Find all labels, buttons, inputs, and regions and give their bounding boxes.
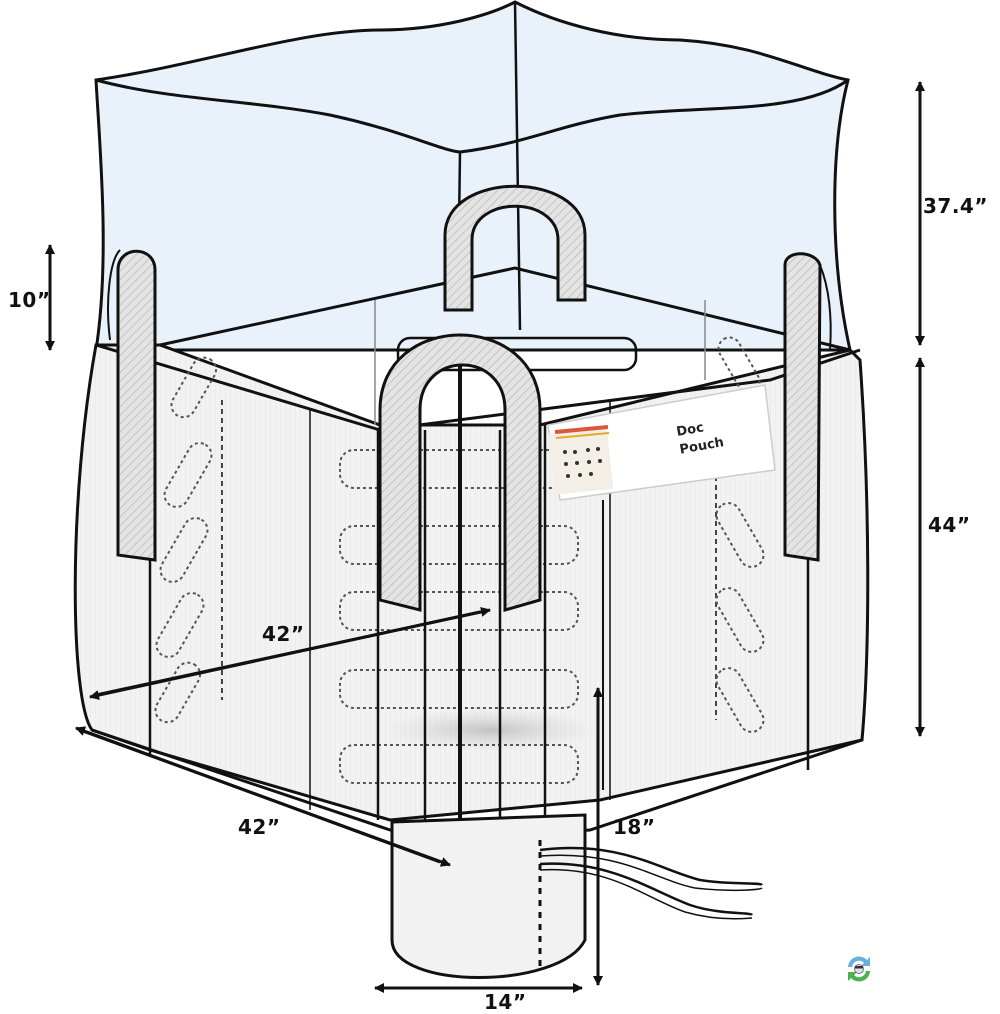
- loop-height-label: 10”: [8, 288, 51, 312]
- front-straps: [376, 345, 547, 842]
- dimension-lines: [45, 81, 925, 993]
- lift-loop-front: [378, 333, 542, 612]
- front-width-label: 42”: [238, 815, 281, 839]
- doc-pouch-label: Doc Pouch: [675, 416, 725, 459]
- inner-width-label: 42”: [262, 622, 305, 646]
- recycle-logo-icon: [848, 956, 870, 982]
- discharge-spout: [390, 813, 764, 979]
- duffle-top: [94, 0, 852, 352]
- duffle-height-label: 37.4”: [923, 194, 988, 218]
- body-top-rim-back: [159, 266, 851, 352]
- body-height-label: 44”: [928, 513, 971, 537]
- doc-pouch: [547, 384, 776, 790]
- lift-loop-back: [443, 184, 587, 312]
- lift-loop-right: [783, 252, 832, 562]
- spout-length-label: 18”: [613, 815, 656, 839]
- spout-diameter-label: 14”: [484, 990, 527, 1014]
- bag-body: [73, 300, 870, 842]
- lift-loop-left: [107, 249, 157, 562]
